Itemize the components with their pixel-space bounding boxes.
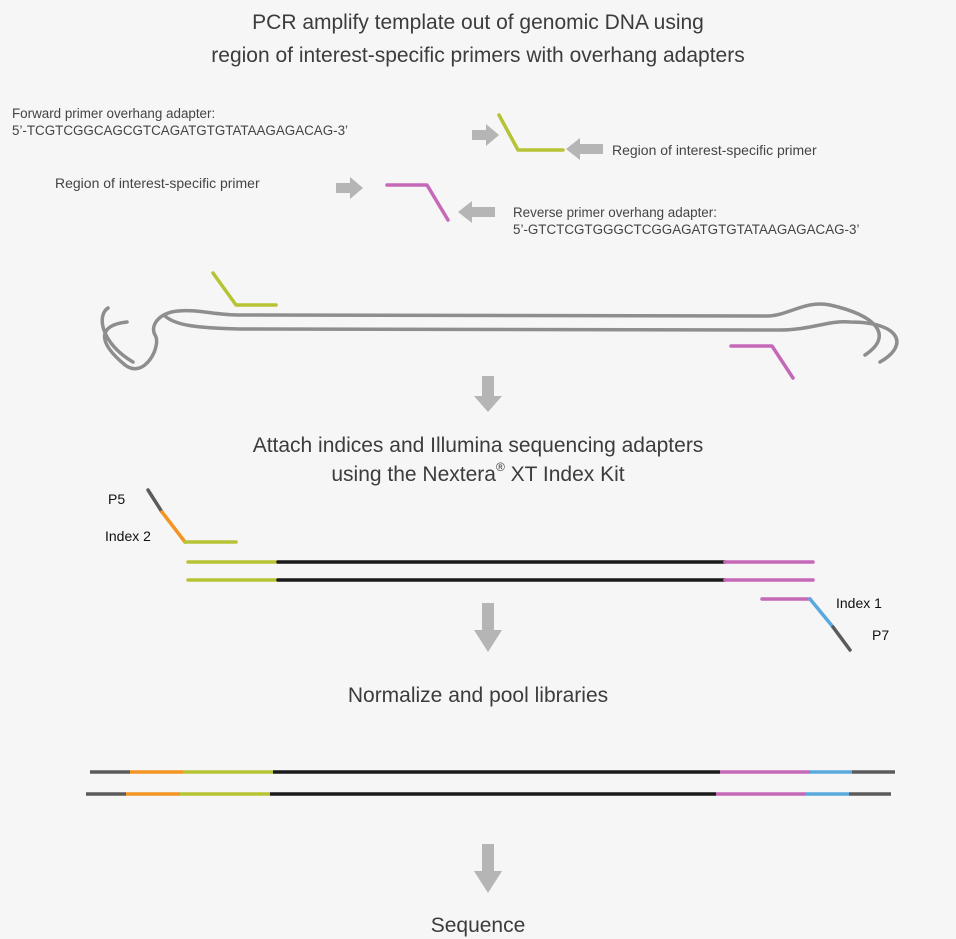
forward-primer-glyph bbox=[497, 113, 565, 152]
down-arrow-icon bbox=[474, 376, 502, 412]
reverse-adapter-sequence: 5’-GTCTCGTGGGCTCGGAGATGTGTATAAGAGACAG-3’ bbox=[513, 222, 860, 237]
down-arrows bbox=[474, 376, 502, 893]
step4-title: Sequence bbox=[430, 914, 526, 937]
index1-segment bbox=[808, 597, 835, 629]
index2-label: Index 2 bbox=[105, 528, 151, 544]
forward-adapter-sequence: 5’-TCGTCGGCAGCGTCAGATGTGTATAAGAGACAG-3’ bbox=[12, 123, 349, 138]
down-arrow-icon bbox=[474, 603, 502, 652]
pooled-libraries bbox=[86, 770, 895, 796]
arrow-left-icon bbox=[458, 201, 495, 223]
forward-adapter-label: Forward primer overhang adapter: bbox=[12, 106, 216, 121]
arrow-right-icon bbox=[336, 177, 363, 199]
step1-title-line1: PCR amplify template out of genomic DNA … bbox=[252, 11, 704, 34]
p5-segment bbox=[146, 488, 164, 514]
small-arrows bbox=[336, 124, 603, 223]
step2-title-line2: using the Nextera® XT Index Kit bbox=[331, 460, 625, 486]
roi-primer-label-reverse: Region of interest-specific primer bbox=[55, 175, 260, 191]
step3-title: Normalize and pool libraries bbox=[347, 684, 609, 707]
p7-label: P7 bbox=[872, 627, 890, 643]
step2-title-line1: Attach indices and Illumina sequencing a… bbox=[252, 434, 704, 457]
forward-primer-annealed bbox=[211, 271, 278, 307]
arrow-right-icon bbox=[472, 124, 499, 146]
reverse-adapter-label: Reverse primer overhang adapter: bbox=[513, 205, 717, 220]
reverse-primer-annealed bbox=[729, 344, 795, 380]
index2-segment bbox=[160, 510, 187, 544]
p5-label: P5 bbox=[108, 491, 126, 507]
index1-label: Index 1 bbox=[836, 595, 882, 611]
step2-strands bbox=[146, 488, 852, 652]
genomic-dna bbox=[100, 302, 899, 371]
arrow-left-icon bbox=[566, 138, 603, 160]
p7-segment bbox=[831, 625, 852, 652]
step1-title-line2: region of interest-specific primers with… bbox=[211, 44, 745, 67]
reverse-primer-glyph bbox=[385, 183, 450, 222]
roi-primer-label-forward: Region of interest-specific primer bbox=[612, 142, 817, 158]
down-arrow-icon bbox=[474, 844, 502, 893]
